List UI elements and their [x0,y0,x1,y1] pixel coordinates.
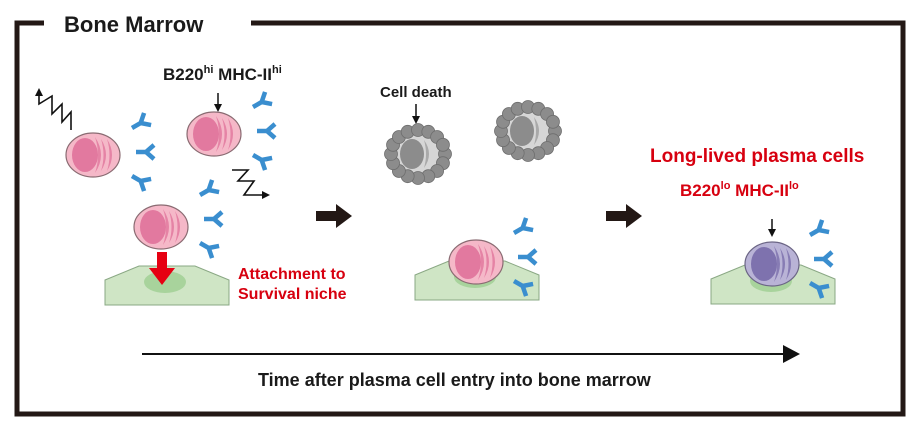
antibody-icon [198,179,220,197]
antibody-icon [808,281,830,299]
zigzag-arrow-icon [232,169,270,199]
antibody-icon [130,174,152,192]
antibody-icon [518,248,538,266]
attachment-label: Attachment to [238,266,346,283]
nucleus [72,138,98,172]
nucleus [140,210,166,244]
antibody-icon [130,112,152,130]
antibody-icon [204,210,224,228]
late-marker-label: B220lo MHC-IIlo [680,180,799,200]
antibody-icon [512,279,534,297]
early-marker-label: B220hi MHC-IIhi [163,64,282,84]
nucleus [193,117,219,151]
antibody-icon [257,122,277,140]
apoptotic-bleb [436,137,450,152]
antibody-icon [198,241,220,259]
apoptotic-bleb [546,114,560,129]
antibody-group [808,219,834,299]
plasma-cell [133,204,189,250]
nucleus [751,247,777,281]
transition-arrow-icon [606,204,642,228]
antibody-group [251,91,277,171]
attachment-arrow-icon [149,252,175,285]
survival-niche [104,265,230,306]
antibody-group [512,217,538,297]
antibody-icon [136,143,156,161]
long-lived-label: Long-lived plasma cells [650,146,864,167]
frame [14,20,906,417]
stage-middle: Cell death [380,84,562,301]
apoptotic-cell [494,100,562,162]
antibody-icon [251,91,273,109]
figure-title: Bone Marrow [64,12,204,37]
plasma-cell [186,111,242,157]
cell-death-label: Cell death [380,84,452,101]
zigzag-arrow-icon [35,88,72,130]
niche-nucleus [144,271,186,293]
antibody-icon [808,219,830,237]
transition-arrow-icon [316,204,352,228]
attachment-label: Survival niche [238,286,347,303]
plasma-cell [65,132,121,178]
antibody-icon [512,217,534,235]
antibody-icon [814,250,834,268]
time-axis-label: Time after plasma cell entry into bone m… [258,370,652,390]
apoptotic-cell [384,123,452,185]
nucleus [455,245,481,279]
antibody-group [130,112,156,192]
stage-early: B220hi MHC-IIhi Attachment to Survival n… [35,64,347,306]
plasma-cell [448,239,504,285]
antibody-group [198,179,224,259]
antibody-icon [251,153,273,171]
time-axis-arrowhead-icon [783,345,800,363]
long-lived-plasma-cell [744,241,800,287]
stage-late: Long-lived plasma cells B220lo MHC-IIlo [650,146,864,305]
